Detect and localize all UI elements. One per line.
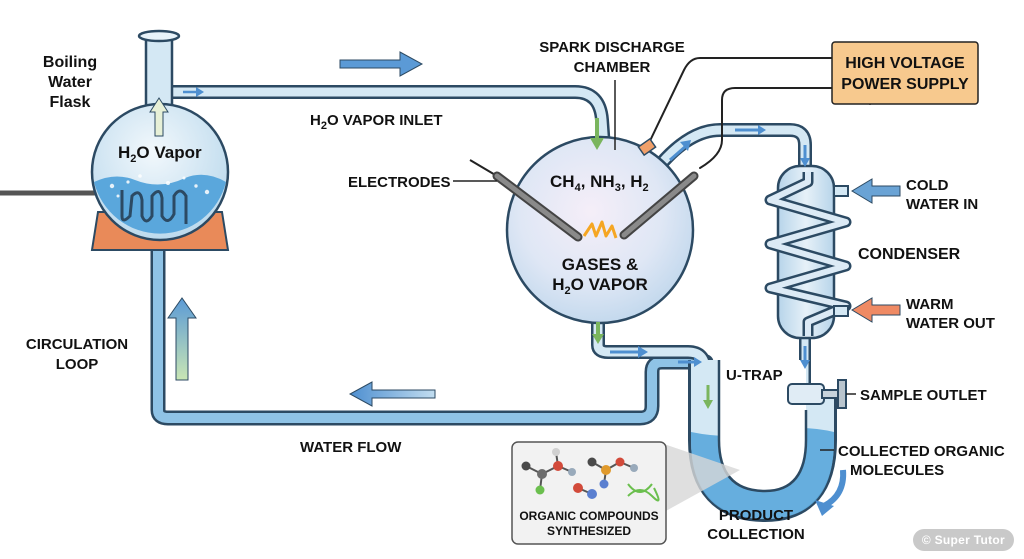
atom-icons	[521, 448, 638, 499]
flow-arrow-right-top	[339, 51, 424, 77]
label-collected-line2: MOLECULES	[850, 462, 944, 479]
flow-arrow-up-loop	[167, 297, 197, 381]
label-boiling-line3: Flask	[50, 94, 91, 111]
label-circulation-line1: CIRCULATION	[26, 336, 128, 353]
label-warm-line2: WATER OUT	[906, 315, 995, 332]
flow-arrow-chamber-diag	[669, 144, 687, 162]
svg-text:CIRCULATION: CIRCULATION	[26, 336, 128, 353]
svg-text:SPARK DISCHARGE: SPARK DISCHARGE	[539, 39, 685, 56]
label-u-trap: U-TRAP	[726, 367, 783, 384]
chamber-port	[637, 137, 657, 157]
condenser	[764, 164, 852, 340]
label-cold-line2: WATER IN	[906, 196, 978, 213]
label-boiling-line1: Boiling	[43, 54, 97, 71]
bubbles	[109, 174, 210, 198]
heating-coil	[120, 189, 188, 224]
warm-water-arrow	[851, 297, 901, 323]
svg-text:MOLECULES: MOLECULES	[850, 462, 944, 479]
label-product-line2: COLLECTION	[707, 526, 805, 543]
label-power-line1: HIGH VOLTAGE	[845, 55, 965, 72]
svg-text:CHAMBER: CHAMBER	[574, 59, 651, 76]
label-circulation-line2: LOOP	[56, 356, 99, 373]
label-water-flow: WATER FLOW	[300, 439, 402, 456]
callout-lines	[453, 80, 834, 451]
label-power-line2: POWER SUPPLY	[841, 76, 969, 93]
dna-icon	[627, 483, 660, 502]
svg-text:Water: Water	[48, 74, 92, 91]
svg-text:Flask: Flask	[50, 94, 91, 111]
inset-pointer	[664, 444, 740, 512]
cold-water-port	[833, 185, 849, 197]
cold-water-arrow	[851, 178, 901, 204]
svg-text:WATER OUT: WATER OUT	[906, 315, 995, 332]
power-supply	[831, 41, 979, 105]
svg-text:COLD: COLD	[906, 177, 949, 194]
svg-text:LOOP: LOOP	[56, 356, 99, 373]
label-vapor-inlet: H2O VAPOR INLET	[310, 112, 443, 132]
label-warm-line1: WARM	[906, 296, 954, 313]
spark-chamber	[469, 135, 699, 325]
boiling-flask	[90, 29, 230, 251]
svg-text:COLLECTION: COLLECTION	[707, 526, 805, 543]
spark-icon	[582, 220, 618, 239]
svg-text:SYNTHESIZED: SYNTHESIZED	[547, 524, 631, 538]
label-condenser: CONDENSER	[858, 246, 961, 263]
warm-water-port	[833, 305, 849, 317]
flow-arrow-left-bottom	[348, 381, 436, 407]
label-electrodes: ELECTRODES	[348, 174, 451, 191]
text-labels: Boiling Water Flask H2O Vapor H2O VAPOR …	[26, 39, 1005, 543]
electrode-right	[619, 171, 699, 240]
svg-text:WATER IN: WATER IN	[906, 196, 978, 213]
svg-text:COLLECTED ORGANIC: COLLECTED ORGANIC	[838, 443, 1005, 460]
svg-text:ORGANIC COMPOUNDS: ORGANIC COMPOUNDS	[519, 509, 658, 523]
svg-text:POWER SUPPLY: POWER SUPPLY	[841, 76, 969, 93]
label-gases-line1: GASES &	[562, 255, 639, 274]
power-wire-bottom	[699, 87, 871, 169]
label-organic-line1: ORGANIC COMPOUNDS	[519, 509, 658, 523]
flow-arrows	[149, 51, 901, 516]
svg-text:GASES &: GASES &	[562, 255, 639, 274]
label-product-line1: PRODUCT	[719, 507, 793, 524]
label-organic-line2: SYNTHESIZED	[547, 524, 631, 538]
flow-arrow-up-flask	[149, 97, 169, 137]
label-sample-outlet: SAMPLE OUTLET	[860, 387, 987, 404]
svg-text:WARM: WARM	[906, 296, 954, 313]
power-wire-top	[647, 57, 833, 146]
label-gases-formula: CH4, NH3, H2	[550, 172, 649, 194]
stopcock[interactable]	[787, 379, 856, 409]
svg-text:Boiling: Boiling	[43, 54, 97, 71]
label-cold-line1: COLD	[906, 177, 949, 194]
organic-compounds-inset	[511, 441, 740, 545]
electrode-left	[469, 159, 583, 242]
label-gases-line2: H2O VAPOR	[552, 275, 648, 297]
svg-text:HIGH VOLTAGE: HIGH VOLTAGE	[845, 55, 965, 72]
watermark: © Super Tutor	[912, 529, 1014, 551]
label-spark-line2: CHAMBER	[574, 59, 651, 76]
label-boiling-line2: Water	[48, 74, 92, 91]
label-flask-vapor: H2O Vapor	[118, 143, 202, 165]
label-collected-line1: COLLECTED ORGANIC	[838, 443, 1005, 460]
label-spark-line1: SPARK DISCHARGE	[539, 39, 685, 56]
svg-text:PRODUCT: PRODUCT	[719, 507, 793, 524]
